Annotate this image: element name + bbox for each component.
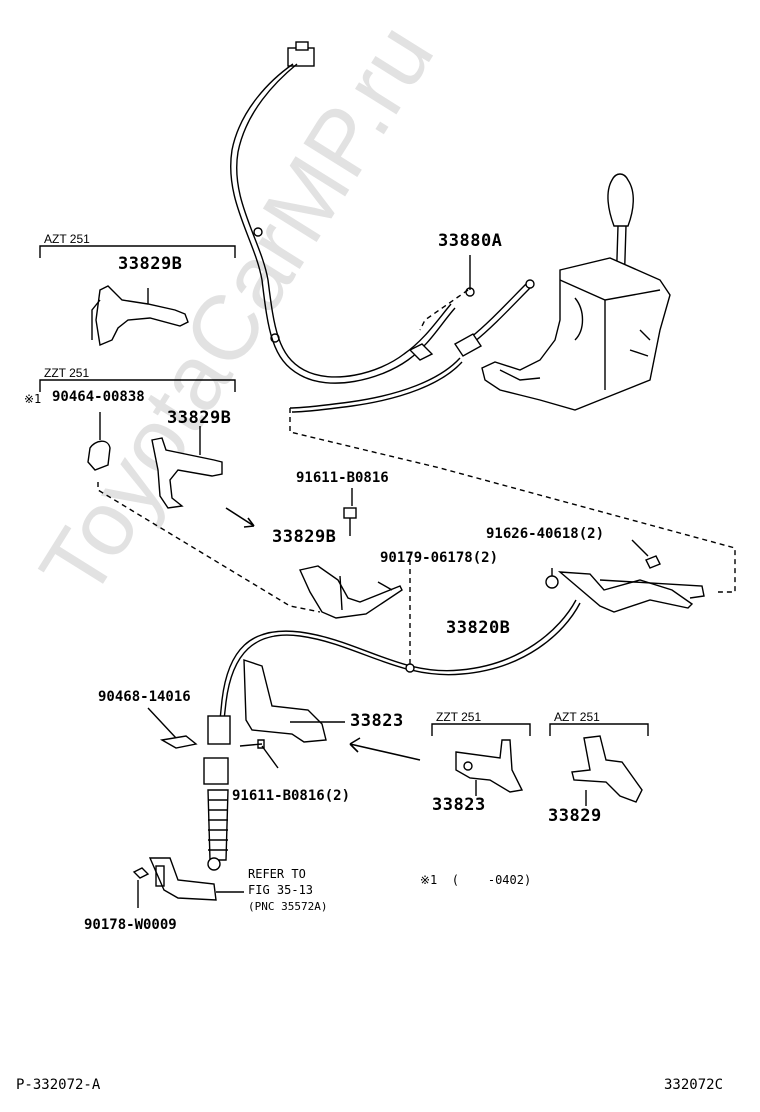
refer-line-2: FIG 35-13 bbox=[248, 883, 314, 897]
label-33823-b: 33823 bbox=[432, 795, 486, 815]
header-rule-azt251-b bbox=[549, 723, 649, 736]
label-91626-40618: 91626-40618(2) bbox=[486, 526, 605, 542]
bracket-33829B-b bbox=[151, 426, 223, 509]
footer-left-code: P-332072-A bbox=[16, 1077, 101, 1093]
bolt-91611 bbox=[343, 488, 357, 536]
label-90178-W0009: 90178-W0009 bbox=[84, 917, 177, 933]
clip-90468 bbox=[147, 707, 198, 749]
header-zzt251-b: ZZT 251 bbox=[436, 710, 482, 724]
shift-lever-assembly bbox=[481, 173, 671, 411]
cable-33820B bbox=[219, 599, 581, 721]
arrow-upper bbox=[225, 507, 255, 528]
label-33829B-c: 33829B bbox=[272, 527, 337, 547]
header-rule-azt251-a bbox=[39, 245, 236, 258]
label-33829B-b: 33829B bbox=[167, 408, 232, 428]
label-33829: 33829 bbox=[548, 806, 602, 826]
header-azt251-a: AZT 251 bbox=[44, 232, 90, 246]
dashed-guides bbox=[97, 408, 736, 670]
label-91611-B0816: 91611-B0816 bbox=[296, 470, 389, 486]
bracket-33823-b bbox=[455, 739, 524, 796]
refer-line-3: (PNC 35572A) bbox=[248, 900, 328, 913]
label-33829B-a: 33829B bbox=[118, 254, 183, 274]
header-rule-zzt251-a bbox=[39, 379, 236, 392]
refer-line-1: REFER TO bbox=[248, 867, 306, 881]
bracket-33829B-c bbox=[299, 565, 403, 619]
label-33880A: 33880A bbox=[438, 231, 503, 251]
header-rule-zzt251-b bbox=[431, 723, 531, 736]
label-33823-a: 33823 bbox=[350, 711, 404, 731]
label-33820B: 33820B bbox=[446, 618, 511, 638]
header-azt251-b: AZT 251 bbox=[554, 710, 600, 724]
label-90468-14016: 90468-14016 bbox=[98, 689, 191, 705]
label-90464-00838: 90464-00838 bbox=[52, 389, 145, 405]
bracket-33823-a bbox=[239, 659, 345, 769]
cable-lower-boot bbox=[203, 715, 231, 871]
bracket-33829-lower bbox=[571, 735, 643, 806]
note-mark: ※1 bbox=[24, 392, 42, 406]
arrow-lower bbox=[349, 737, 421, 761]
bracket-right bbox=[545, 539, 705, 613]
footer-right-code: 332072C bbox=[664, 1077, 724, 1093]
bracket-33829B-a bbox=[91, 285, 189, 346]
label-91611-B0816-2: 91611-B0816(2) bbox=[232, 788, 351, 804]
note-text: ※1 ( -0402) bbox=[420, 873, 532, 887]
header-zzt251-a: ZZT 251 bbox=[44, 366, 90, 380]
clip-90464 bbox=[87, 412, 111, 471]
label-90179-06178: 90179-06178(2) bbox=[380, 550, 499, 566]
wire-harness bbox=[230, 41, 456, 384]
control-cable-upper bbox=[289, 279, 535, 413]
lever-arm bbox=[132, 857, 244, 908]
